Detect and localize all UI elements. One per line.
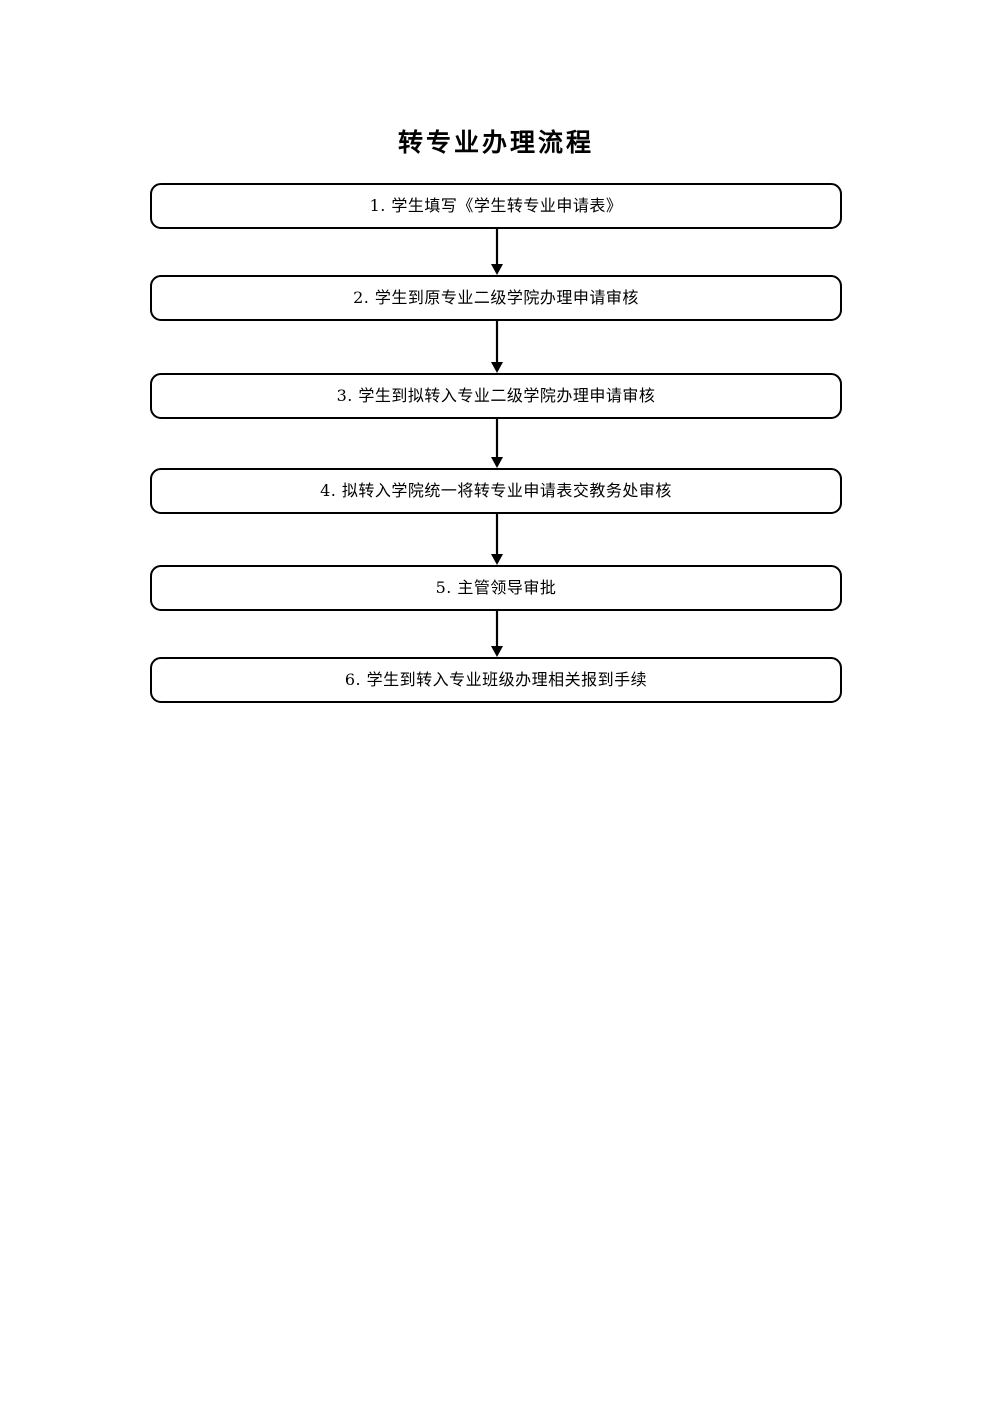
flow-node-step-3[interactable]: 3. 学生到拟转入专业二级学院办理申请审核 [150, 373, 842, 419]
flow-node-label: 2. 学生到原专业二级学院办理申请审核 [353, 288, 639, 307]
flow-node-label: 3. 学生到拟转入专业二级学院办理申请审核 [336, 386, 656, 405]
flow-node-label: 4. 拟转入学院统一将转专业申请表交教务处审核 [320, 481, 672, 500]
flow-arrow-5-to-6 [150, 611, 842, 657]
flow-node-label: 5. 主管领导审批 [435, 578, 557, 597]
flow-node-label: 1. 学生填写《学生转专业申请表》 [369, 196, 623, 215]
page-title: 转专业办理流程 [397, 128, 594, 157]
flow-node-step-6[interactable]: 6. 学生到转入专业班级办理相关报到手续 [150, 657, 842, 703]
flow-arrow-2-to-3 [150, 321, 842, 373]
flow-arrow-4-to-5 [150, 514, 842, 565]
flow-node-step-4[interactable]: 4. 拟转入学院统一将转专业申请表交教务处审核 [150, 468, 842, 514]
flow-node-step-2[interactable]: 2. 学生到原专业二级学院办理申请审核 [150, 275, 842, 321]
flow-arrow-3-to-4 [150, 419, 842, 468]
flow-node-label: 6. 学生到转入专业班级办理相关报到手续 [344, 670, 648, 689]
flow-node-step-1[interactable]: 1. 学生填写《学生转专业申请表》 [150, 183, 842, 229]
flow-arrow-1-to-2 [150, 229, 842, 275]
flowchart: 1. 学生填写《学生转专业申请表》 2. 学生到原专业二级学院办理申请审核 3.… [150, 183, 842, 703]
flow-node-step-5[interactable]: 5. 主管领导审批 [150, 565, 842, 611]
